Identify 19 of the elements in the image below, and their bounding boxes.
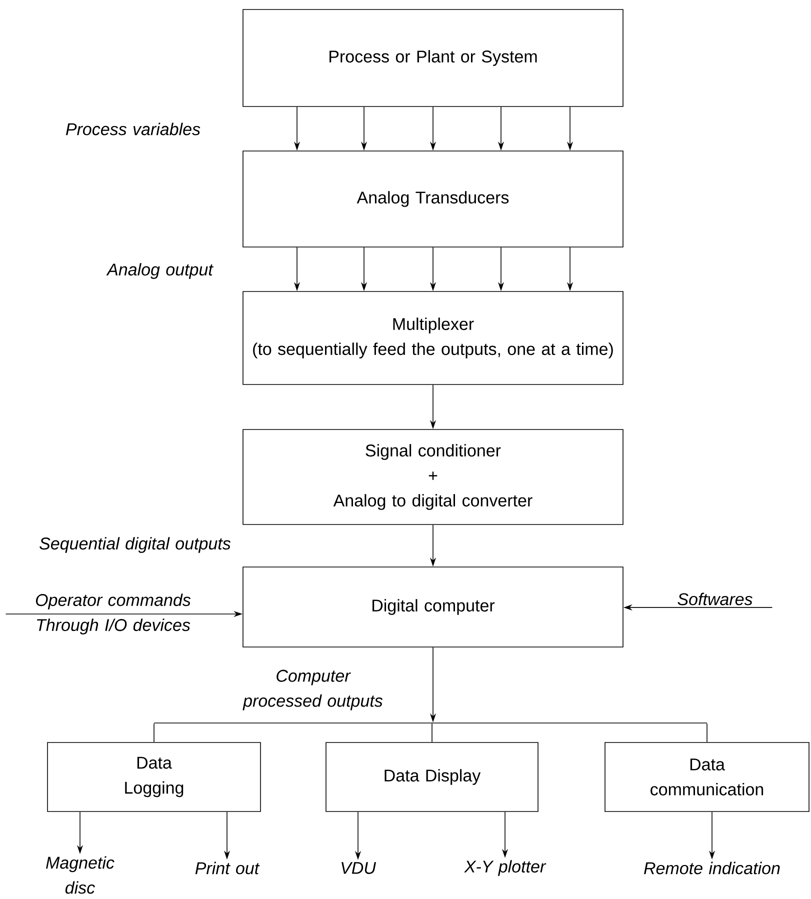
process-box: Process or Plant or System	[242, 9, 624, 107]
output-text: Remote indication	[644, 862, 780, 874]
signal-label: Process variables	[66, 122, 200, 136]
signal-label: Computer processed outputs	[242, 670, 383, 710]
process-box: Signal conditioner + Analog to digital converter	[242, 429, 624, 525]
process-box: Analog Transducers	[242, 150, 624, 248]
signal-label: Sequential digital outputs	[40, 537, 231, 553]
output-text: Softwares	[678, 592, 752, 606]
process-box: Data Logging	[47, 742, 261, 812]
process-box: Multiplexer (to sequentially feed the outputs, one at a time)	[242, 291, 624, 385]
output-text: X-Y plotter	[464, 860, 546, 876]
output-text: VDU	[342, 862, 376, 874]
process-box: Digital computer	[242, 566, 624, 648]
process-box: Data Display	[326, 742, 538, 812]
output-text: Operator commands Through I/O devices	[36, 594, 191, 634]
signal-label: Analog output	[106, 263, 214, 279]
output-text: Print out	[195, 862, 260, 874]
process-box: Data communication	[604, 742, 810, 812]
output-text: Magnetic disc	[46, 856, 114, 894]
